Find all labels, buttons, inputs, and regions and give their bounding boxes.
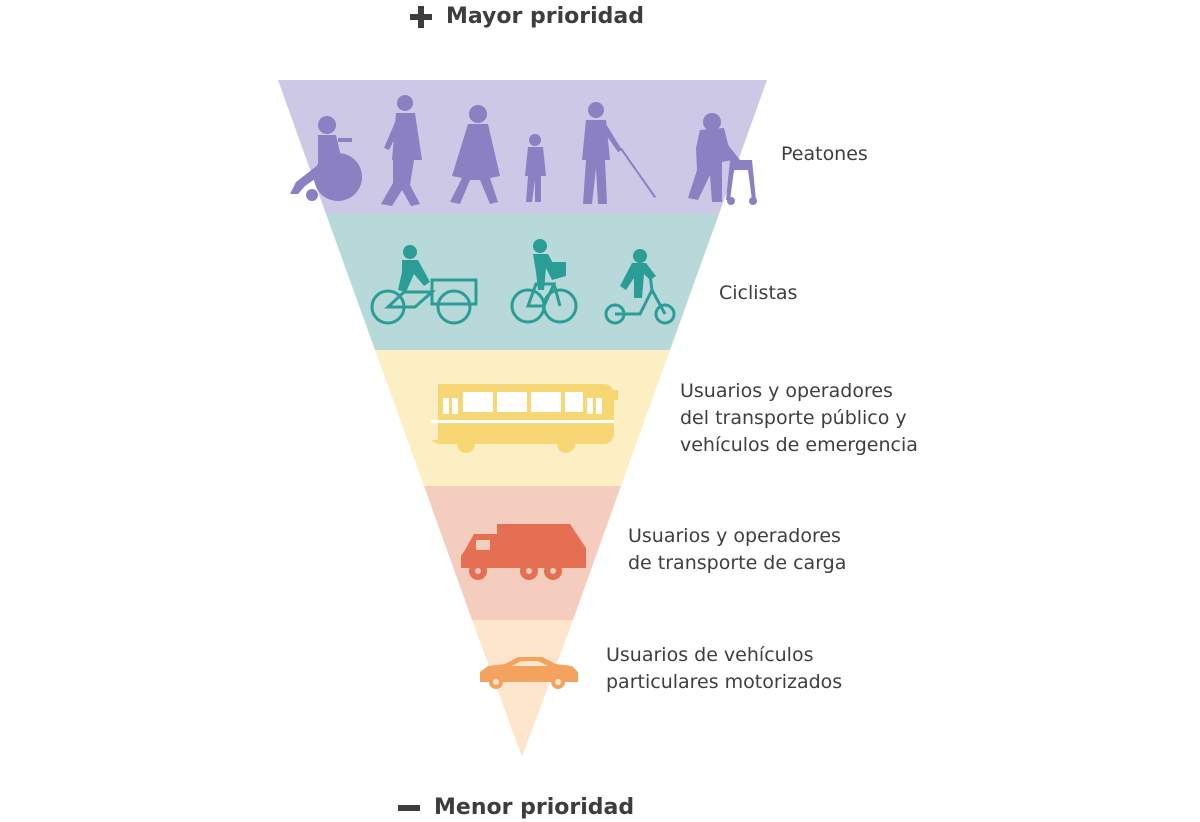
- level-label-transporte-publico: Usuarios y operadores del transporte púb…: [680, 378, 918, 459]
- level-label-peatones: Peatones: [781, 141, 868, 168]
- top-priority-heading: Mayor prioridad: [410, 4, 644, 29]
- level-label-line: particulares motorizados: [606, 671, 843, 693]
- level-label-line: del transporte público y: [680, 407, 907, 429]
- level-label-line: Peatones: [781, 143, 868, 165]
- blind-pedestrian-icon: [582, 102, 657, 204]
- wheelchair-user-icon: [290, 116, 362, 201]
- child-icon: [525, 134, 546, 202]
- walking-man-icon: [381, 95, 422, 206]
- pedestrians-icon: [290, 95, 757, 206]
- level-label-line: Usuarios y operadores: [628, 525, 841, 547]
- bottom-priority-label: Menor prioridad: [434, 795, 635, 820]
- level-label-line: Usuarios y operadores: [680, 380, 893, 402]
- plus-icon: [410, 5, 432, 28]
- elderly-walker-icon: [688, 113, 757, 205]
- level-label-ciclistas: Ciclistas: [719, 280, 797, 307]
- walking-woman-icon: [450, 105, 500, 204]
- level-band-vehiculos-particulares: [472, 620, 573, 757]
- level-label-line: vehículos de emergencia: [680, 434, 918, 456]
- level-band-ciclistas: [326, 214, 719, 350]
- level-label-line: Usuarios de vehículos: [606, 644, 814, 666]
- folding-bike-rider-icon: [604, 249, 676, 325]
- bus-icon: [430, 384, 618, 453]
- car-icon: [480, 657, 578, 689]
- top-priority-label: Mayor prioridad: [446, 4, 645, 29]
- minus-icon: [398, 797, 420, 819]
- level-label-transporte-carga: Usuarios y operadores de transporte de c…: [628, 523, 846, 577]
- bottom-priority-heading: Menor prioridad: [398, 795, 634, 820]
- cargo-tricycle-icon: [370, 245, 478, 325]
- cargo-truck-icon: [461, 524, 586, 580]
- level-label-line: Ciclistas: [719, 282, 798, 304]
- level-label-vehiculos-particulares: Usuarios de vehículos particulares motor…: [606, 642, 842, 696]
- cyclists-icon: [370, 239, 676, 325]
- level-label-line: de transporte de carga: [628, 552, 847, 574]
- bicycle-rider-icon: [510, 239, 578, 324]
